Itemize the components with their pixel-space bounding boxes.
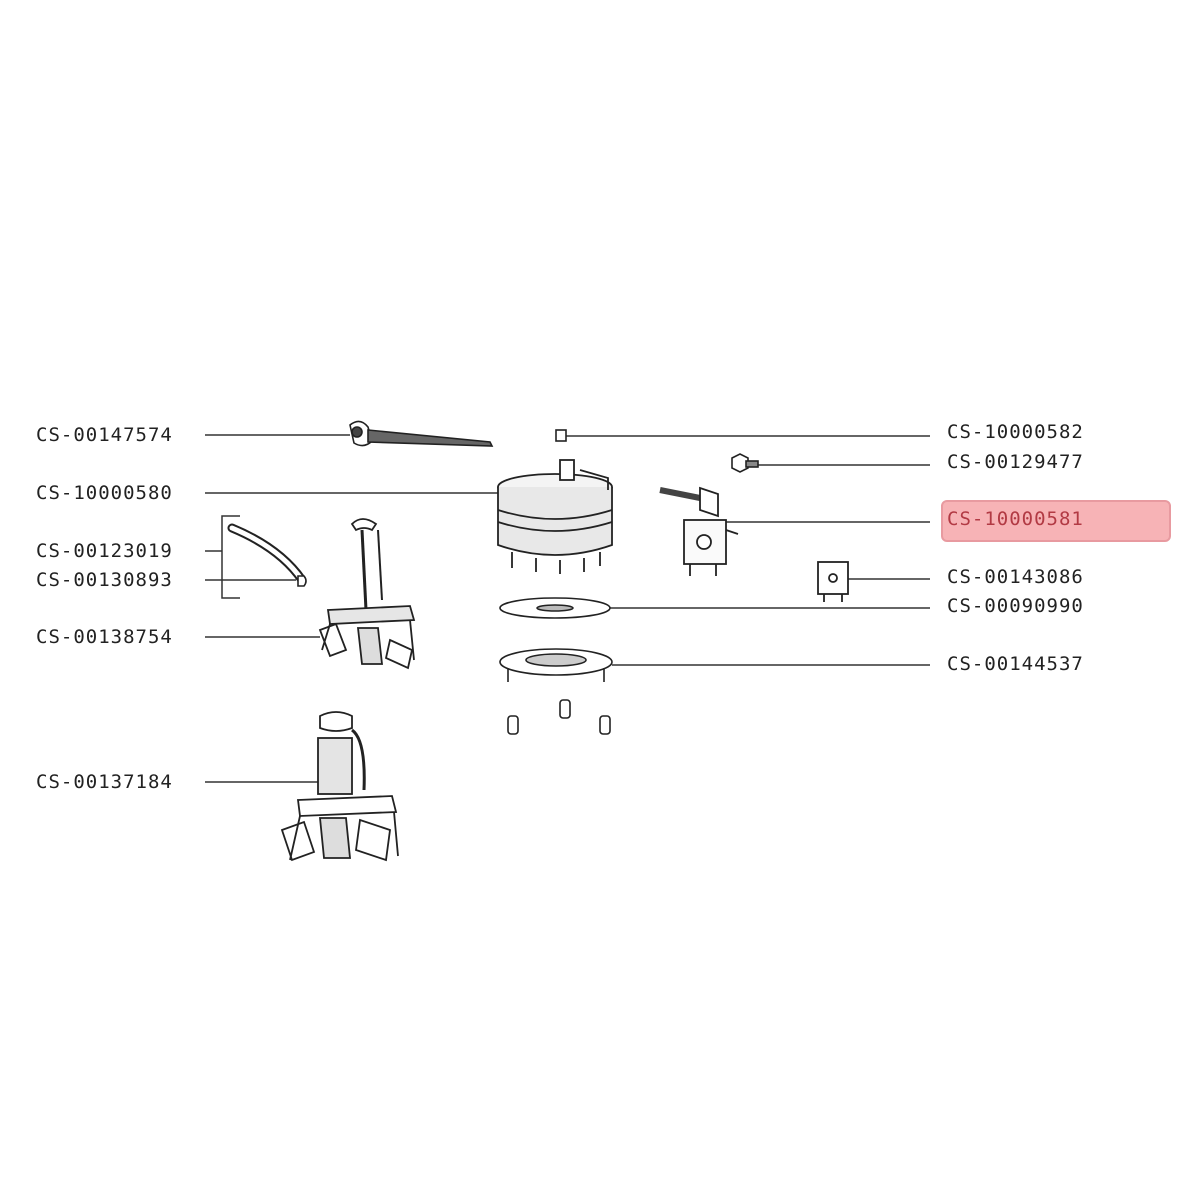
cable-plug-part	[349, 420, 494, 447]
gasket-disc-part	[499, 597, 611, 619]
selected-part-highlight	[941, 500, 1171, 542]
relay-part	[817, 561, 849, 602]
pump-assembly-part	[318, 518, 416, 670]
part-label-cs-10000580[interactable]: CS-10000580	[36, 482, 173, 504]
pump-unit-part	[280, 711, 399, 862]
part-label-cs-00129477[interactable]: CS-00129477	[947, 451, 1084, 473]
clip-part	[297, 575, 307, 587]
solenoid-valve-part	[659, 486, 739, 576]
base-plate-part	[499, 648, 613, 682]
part-label-cs-10000581[interactable]: CS-10000581	[947, 508, 1084, 530]
part-label-cs-00144537[interactable]: CS-00144537	[947, 653, 1084, 675]
small-nut-part	[555, 429, 567, 442]
screw-part	[731, 453, 759, 473]
part-label-cs-00123019[interactable]: CS-00123019	[36, 540, 173, 562]
part-label-cs-10000582[interactable]: CS-10000582	[947, 421, 1084, 443]
boiler-part	[497, 459, 613, 574]
part-label-cs-00143086[interactable]: CS-00143086	[947, 566, 1084, 588]
hose-part	[227, 523, 307, 585]
part-label-cs-00090990[interactable]: CS-00090990	[947, 595, 1084, 617]
part-label-cs-00147574[interactable]: CS-00147574	[36, 424, 173, 446]
hose-group-bracket	[221, 515, 240, 599]
spacer-sleeves	[507, 699, 611, 735]
part-label-cs-00130893[interactable]: CS-00130893	[36, 569, 173, 591]
part-label-cs-00138754[interactable]: CS-00138754	[36, 626, 173, 648]
part-label-cs-00137184[interactable]: CS-00137184	[36, 771, 173, 793]
